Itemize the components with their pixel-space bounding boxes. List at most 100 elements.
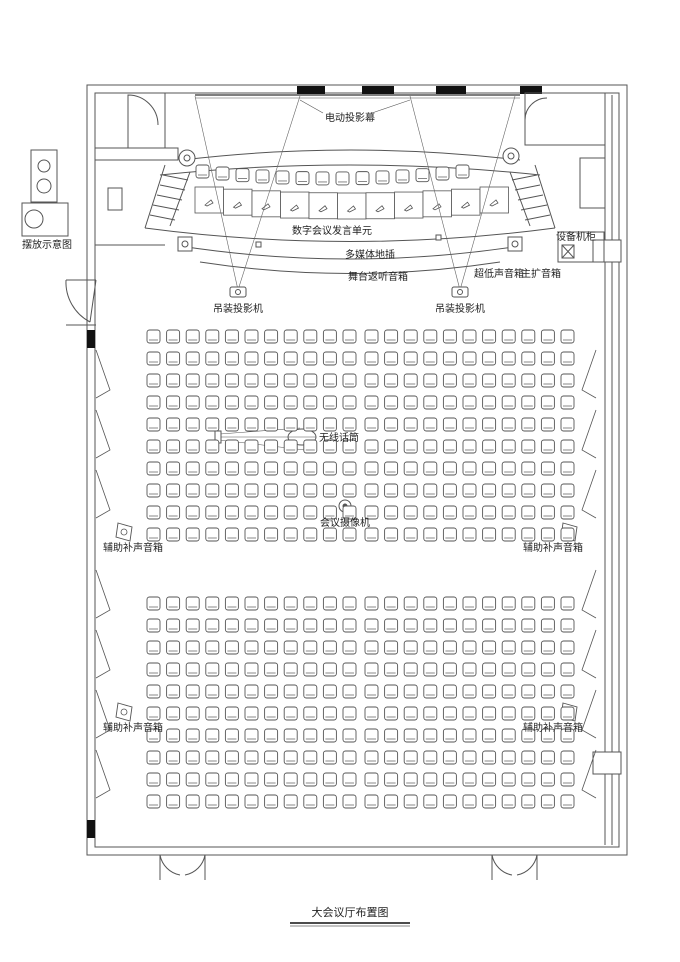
aux-speaker-cone — [120, 708, 128, 716]
audience-seat — [364, 395, 379, 410]
audience-seat-cushion — [501, 395, 516, 410]
audience-seat-cushion — [303, 706, 318, 721]
audience-seat-cushion — [185, 395, 200, 410]
audience-seat — [482, 439, 497, 454]
audience-seat-cushion — [364, 329, 379, 344]
audience-seat-cushion — [205, 706, 220, 721]
audience-seat — [462, 750, 477, 765]
audience-seat-cushion — [482, 351, 497, 366]
right-wall-panel — [581, 749, 597, 799]
delegate-unit-icon — [346, 205, 357, 213]
audience-seat-cushion — [560, 417, 575, 432]
audience-seat-cushion — [283, 618, 298, 633]
audience-seat — [322, 505, 337, 520]
audience-seat-cushion — [403, 417, 418, 432]
audience-seat-cushion — [540, 527, 555, 542]
audience-seat-cushion — [560, 640, 575, 655]
audience-seat — [322, 662, 337, 677]
audience-seat — [146, 728, 161, 743]
stage-chair — [295, 171, 310, 186]
audience-seat — [166, 662, 181, 677]
audience-seat — [303, 461, 318, 476]
audience-seat-cushion — [482, 373, 497, 388]
audience-seat-cushion — [423, 373, 438, 388]
audience-seat-cushion — [264, 596, 279, 611]
audience-seat — [423, 618, 438, 633]
audience-seat — [462, 772, 477, 787]
audience-seat — [442, 505, 457, 520]
audience-seat-cushion — [423, 329, 438, 344]
audience-seat-cushion — [146, 750, 161, 765]
camera-label: 会议摄像机 — [320, 516, 370, 529]
audience-seat — [384, 772, 399, 787]
audience-seat-cushion — [482, 395, 497, 410]
audience-seat — [342, 706, 357, 721]
audience-seat — [205, 373, 220, 388]
audience-seat-cushion — [423, 439, 438, 454]
audience-seat-cushion — [205, 596, 220, 611]
audience-seat — [283, 596, 298, 611]
equipment-rack-label: 设备机柜 — [556, 230, 596, 243]
aux-speaker-cone — [120, 528, 128, 536]
audience-seat-cushion — [462, 373, 477, 388]
audience-seat — [384, 505, 399, 520]
audience-seat-cushion — [540, 662, 555, 677]
stage-chair-cushion — [395, 169, 410, 184]
audience-seat — [244, 373, 259, 388]
audience-seat-cushion — [482, 728, 497, 743]
audience-seat-cushion — [442, 750, 457, 765]
audience-seat — [342, 772, 357, 787]
audience-seat-cushion — [185, 596, 200, 611]
audience-seat — [205, 618, 220, 633]
tower-speaker-icon — [30, 149, 58, 203]
audience-seat — [146, 329, 161, 344]
audience-seat — [224, 329, 239, 344]
stair-left-edge-2 — [169, 171, 191, 227]
audience-seat-cushion — [283, 684, 298, 699]
audience-seat — [205, 706, 220, 721]
audience-seat-cushion — [205, 351, 220, 366]
audience-seat — [521, 662, 536, 677]
audience-seat — [244, 417, 259, 432]
audience-seat-cushion — [482, 596, 497, 611]
audience-seat-cushion — [322, 772, 337, 787]
audience-seat — [364, 684, 379, 699]
audience-seat — [166, 395, 181, 410]
audience-seat — [364, 750, 379, 765]
audience-seat-cushion — [403, 772, 418, 787]
audience-seat — [283, 618, 298, 633]
audience-seat — [403, 373, 418, 388]
seat-block-1 — [146, 329, 357, 542]
audience-seat — [423, 596, 438, 611]
audience-seat-cushion — [540, 395, 555, 410]
audience-seat — [403, 640, 418, 655]
audience-seat-cushion — [322, 483, 337, 498]
audience-seat — [283, 395, 298, 410]
stage-chair — [375, 170, 390, 185]
audience-seat-cushion — [384, 351, 399, 366]
audience-seat-cushion — [442, 439, 457, 454]
audience-seat-cushion — [224, 483, 239, 498]
audience-seat-cushion — [283, 329, 298, 344]
wall-block-2 — [362, 86, 394, 94]
audience-seat — [540, 505, 555, 520]
audience-seat — [303, 395, 318, 410]
audience-seat-cushion — [540, 329, 555, 344]
audience-seat — [560, 618, 575, 633]
audience-seat-cushion — [403, 483, 418, 498]
audience-seat-cushion — [560, 596, 575, 611]
audience-seat — [166, 618, 181, 633]
audience-seat — [501, 505, 516, 520]
audience-seat — [342, 618, 357, 633]
audience-seat — [283, 483, 298, 498]
audience-seat-cushion — [185, 439, 200, 454]
audience-seat — [560, 596, 575, 611]
labels: 数字会议发言单元 多媒体地插 舞台返听音箱 超低声音箱 主扩音箱 吊装投影机 吊… — [103, 224, 596, 734]
audience-seat — [403, 505, 418, 520]
audience-seat-cushion — [342, 684, 357, 699]
audience-seat — [364, 596, 379, 611]
stage-desk — [394, 191, 424, 219]
floor-box-right-icon — [435, 234, 442, 241]
audience-seat-cushion — [205, 505, 220, 520]
audience-seat — [364, 461, 379, 476]
